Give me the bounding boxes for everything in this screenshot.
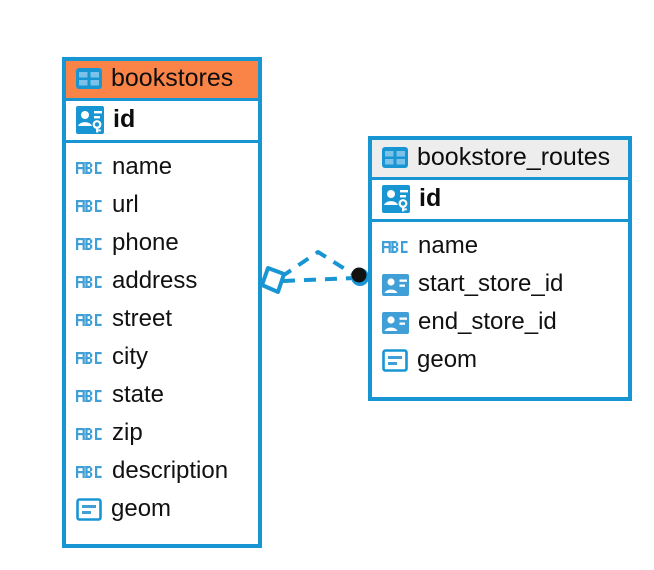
field-name: city <box>112 343 148 371</box>
field-row[interactable]: name <box>382 228 618 266</box>
field-name: zip <box>112 419 143 447</box>
field-name: phone <box>112 229 179 257</box>
abc-text-icon <box>76 161 102 174</box>
field-name: street <box>112 305 173 333</box>
field-row[interactable]: start_store_id <box>382 266 618 304</box>
field-name: state <box>112 381 165 409</box>
entity-bookstores[interactable]: bookstores id name <box>62 57 262 548</box>
abc-text-icon <box>76 351 102 364</box>
relationship-line-upper <box>279 250 358 279</box>
relationship-line-middle <box>282 276 357 283</box>
table-icon <box>382 147 408 169</box>
field-row[interactable]: zip <box>76 415 248 453</box>
entity-title: bookstore_routes <box>417 143 611 171</box>
entity-bookstore-routes[interactable]: bookstore_routes id nam <box>368 136 632 401</box>
relationship-circle-marker <box>351 267 369 286</box>
entity-title: bookstores <box>111 64 234 92</box>
field-name: url <box>112 191 139 219</box>
field-name: name <box>418 232 479 260</box>
foreign-key-icon <box>382 311 409 334</box>
field-list-bookstores: name url <box>66 143 258 537</box>
field-name: address <box>112 267 198 295</box>
relationship-line-bookstores-to-bookstore-routes[interactable] <box>279 250 358 283</box>
field-row[interactable]: state <box>76 377 248 415</box>
field-row[interactable]: street <box>76 301 248 339</box>
field-name: geom <box>111 495 172 523</box>
geometry-icon <box>382 349 408 372</box>
abc-text-icon <box>76 313 102 326</box>
geometry-icon <box>76 498 102 521</box>
abc-text-icon <box>76 465 102 478</box>
field-row[interactable]: city <box>76 339 248 377</box>
field-row[interactable]: phone <box>76 225 248 263</box>
field-row[interactable]: end_store_id <box>382 304 618 342</box>
field-name: start_store_id <box>418 270 564 298</box>
abc-text-icon <box>76 275 102 288</box>
primary-key-icon <box>382 184 410 213</box>
abc-text-icon <box>76 199 102 212</box>
field-row[interactable]: name <box>76 149 248 187</box>
field-row[interactable]: description <box>76 453 248 491</box>
abc-text-icon <box>76 389 102 402</box>
primary-key-row-bookstores[interactable]: id <box>66 101 258 143</box>
primary-key-icon <box>76 105 104 134</box>
primary-key-name: id <box>419 183 442 212</box>
foreign-key-icon <box>382 273 409 296</box>
table-icon <box>76 68 102 90</box>
field-row[interactable]: geom <box>382 342 618 380</box>
entity-header-bookstores[interactable]: bookstores <box>66 61 258 101</box>
abc-text-icon <box>76 237 102 250</box>
primary-key-row-bookstore-routes[interactable]: id <box>372 180 628 222</box>
relationship-diamond-marker <box>260 266 286 294</box>
primary-key-name: id <box>113 104 136 133</box>
abc-text-icon <box>76 427 102 440</box>
field-name: end_store_id <box>418 308 557 336</box>
field-row[interactable]: geom <box>76 491 248 529</box>
field-row[interactable]: url <box>76 187 248 225</box>
field-name: geom <box>417 346 478 374</box>
field-name: description <box>112 457 229 485</box>
entity-header-bookstore-routes[interactable]: bookstore_routes <box>372 140 628 180</box>
abc-text-icon <box>382 240 408 253</box>
field-name: name <box>112 153 173 181</box>
field-row[interactable]: address <box>76 263 248 301</box>
field-list-bookstore-routes: name start_store_id end_store_id <box>372 222 628 388</box>
